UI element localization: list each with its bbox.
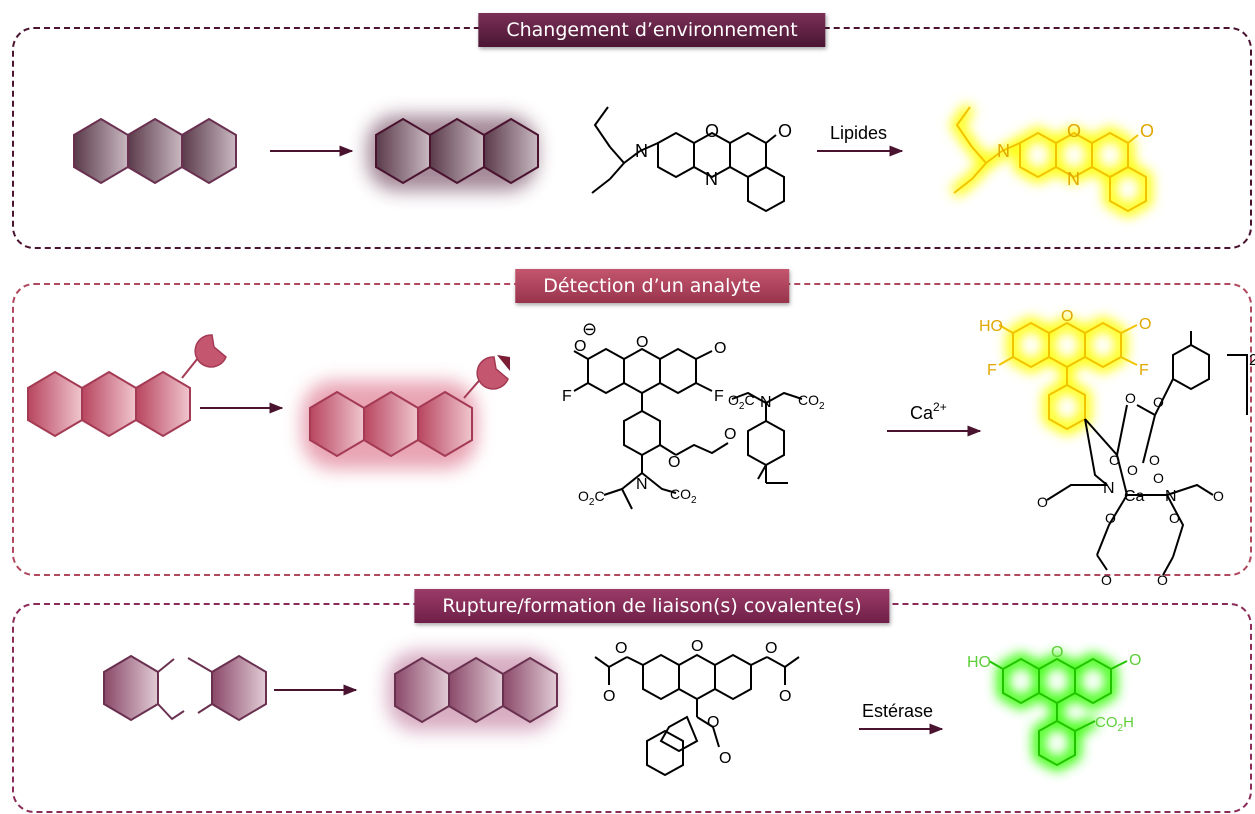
analyte-diagram: O ⊖ O O F F O O N N O2C CO2 O2C CO2 Ca2+ [27, 308, 1255, 588]
atom-o-ring: O [1067, 121, 1081, 141]
atom-o-ring: O [691, 638, 703, 655]
calcium-probe-free: O ⊖ O O F F O O N N O2C CO2 O2C CO2 [562, 319, 825, 510]
atom-o: O [1149, 452, 1160, 468]
nile-red-fluorescent: N O O N [950, 103, 1154, 217]
atom-n: N [997, 141, 1010, 161]
glowing-hexagon-trio [367, 115, 539, 191]
atom-f: F [562, 388, 572, 405]
atom-o-keto: O [1139, 316, 1151, 333]
atom-o-keto: O [714, 340, 726, 357]
atom-n: N [1103, 480, 1115, 497]
complex-charge: 2⊖ [1249, 352, 1255, 369]
atom-o: O [615, 640, 627, 657]
atom-o: O [1169, 510, 1180, 526]
environment-diagram: N O O N Lipides [73, 103, 1154, 217]
atom-o-ring: O [705, 121, 719, 141]
atom-ho: HO [979, 318, 1003, 335]
atom-ca: Ca [1124, 488, 1145, 505]
atom-o: O [1105, 510, 1116, 526]
atom-o-anion: O [574, 338, 586, 355]
atom-o: O [1153, 470, 1164, 486]
section-covalent-bond: Rupture/formation de liaison(s) covalent… [12, 589, 1252, 813]
atom-o-ring: O [1051, 644, 1063, 661]
atom-o: O [1213, 488, 1224, 504]
broken-hexagon-trio [103, 654, 267, 722]
atom-o-ether: O [724, 426, 736, 443]
nile-red-molecule: N O O N [591, 106, 792, 213]
glowing-hexagon-trio-bound [302, 355, 510, 469]
carboxylic-acid-label: CO2H [1095, 714, 1134, 734]
hexagon-trio-with-receptor [27, 334, 227, 438]
section-title: Changement d’environnement [478, 13, 826, 47]
charge-minus: ⊖ [582, 319, 597, 339]
covalent-diagram: O O O O O O O Estérase [103, 638, 1141, 777]
atom-n: N [1165, 488, 1177, 505]
atom-n: N [635, 141, 648, 161]
atom-o: O [1109, 452, 1120, 468]
arrow-label: Estérase [862, 701, 933, 721]
atom-o-ether: O [668, 454, 680, 471]
arrow-label: Lipides [830, 123, 887, 143]
atom-f: F [1139, 362, 1149, 379]
atom-o-carbonyl: O [719, 750, 731, 767]
atom-f: F [714, 388, 724, 405]
fluorescein-diacetate: O O O O O O O [594, 638, 800, 777]
atom-n-ring: N [1067, 169, 1080, 189]
section-title: Détection d’un analyte [515, 269, 789, 303]
section-environment-change: Changement d’environnement [12, 13, 1252, 249]
atom-n-ring: N [705, 169, 718, 189]
hexagon-trio [73, 117, 237, 185]
section-title: Rupture/formation de liaison(s) covalent… [414, 589, 890, 623]
atom-o: O [1153, 394, 1164, 410]
carboxylate-label: O2C [578, 488, 605, 508]
carboxylate-label: CO2 [670, 486, 697, 506]
carboxylate-label: O2C [728, 392, 755, 412]
atom-o-keto: O [1140, 121, 1154, 141]
atom-f: F [987, 362, 997, 379]
atom-o: O [765, 640, 777, 657]
arrow-label: Ca2+ [910, 400, 947, 423]
atom-o: O [1125, 390, 1136, 406]
section-analyte-detection: Détection d’un analyte [12, 269, 1255, 588]
atom-o: O [1037, 494, 1048, 510]
atom-o: O [1127, 462, 1138, 478]
glowing-hexagon-trio [387, 651, 558, 731]
atom-o-ring: O [636, 334, 648, 351]
fluorescein-fluorescent: HO O O CO2H [967, 644, 1141, 771]
atom-o-lactone: O [707, 714, 719, 731]
atom-o: O [603, 688, 615, 705]
atom-o-keto: O [778, 121, 792, 141]
atom-ho: HO [967, 654, 991, 671]
atom-o-ring: O [1061, 308, 1073, 325]
atom-o: O [779, 688, 791, 705]
atom-o: O [1157, 572, 1168, 588]
atom-n: N [636, 476, 648, 493]
calcium-complex-fluorescent: HO O O F F Ca N N O O O O O O O O O O O … [979, 308, 1255, 588]
atom-n: N [760, 394, 772, 411]
atom-o: O [1101, 572, 1112, 588]
atom-o-keto: O [1129, 652, 1141, 669]
carboxylate-label: CO2 [798, 392, 825, 412]
